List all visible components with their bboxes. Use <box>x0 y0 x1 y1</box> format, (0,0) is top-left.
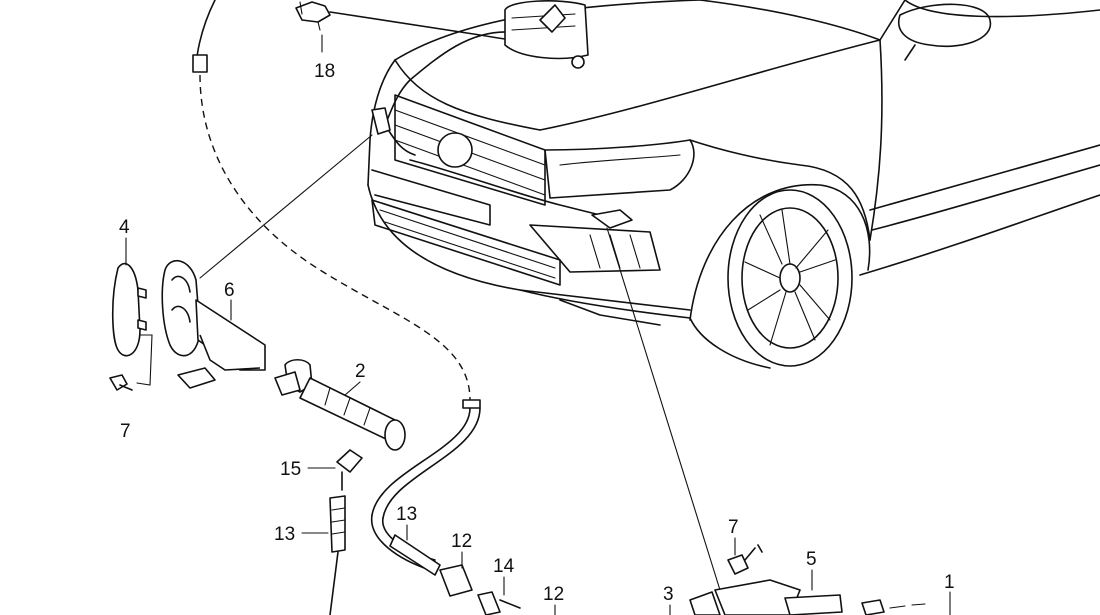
part-18-hose-clip <box>295 1 331 31</box>
part-13-hose-left <box>329 495 346 615</box>
callout-leaders <box>125 34 951 615</box>
callout-3: 3 <box>663 584 674 605</box>
part-3-bracket <box>689 591 721 615</box>
callout-1: 1 <box>944 572 955 593</box>
part-12-connector-a <box>439 564 473 597</box>
callout-5: 5 <box>806 549 817 570</box>
part-14-check-valve <box>477 591 521 615</box>
part-6-nozzle-holder <box>161 259 266 389</box>
callout-14: 14 <box>493 556 515 577</box>
callout-13-center: 13 <box>396 504 417 525</box>
part-15-elbow-connector <box>336 449 363 491</box>
part-5-cover-right <box>714 579 843 615</box>
bumper-washer-nozzle <box>371 107 633 229</box>
part-7-bolt-right <box>727 544 763 575</box>
callout-6: 6 <box>224 280 235 301</box>
callout-4: 4 <box>119 217 130 238</box>
callout-labels: 18 4 6 7 2 15 13 13 12 14 12 3 7 5 1 <box>119 61 955 605</box>
part-4-cover-cap <box>111 262 147 357</box>
callout-12-a: 12 <box>451 531 472 552</box>
callout-18: 18 <box>314 61 335 82</box>
part-2-telescopic-cylinder <box>274 358 406 451</box>
part-1-washer-nozzle <box>861 599 926 615</box>
washer-reservoir-top <box>504 0 589 69</box>
part-7-bolt-left <box>109 374 133 391</box>
callout-13-left: 13 <box>274 524 295 545</box>
callout-7-right: 7 <box>728 517 739 538</box>
callout-7-left: 7 <box>120 421 131 442</box>
callout-12-b: 12 <box>543 584 564 605</box>
vehicle-illustration <box>367 0 1100 369</box>
callout-15: 15 <box>280 459 301 480</box>
part-13-hose-center <box>389 534 441 576</box>
callout-2: 2 <box>355 361 366 382</box>
